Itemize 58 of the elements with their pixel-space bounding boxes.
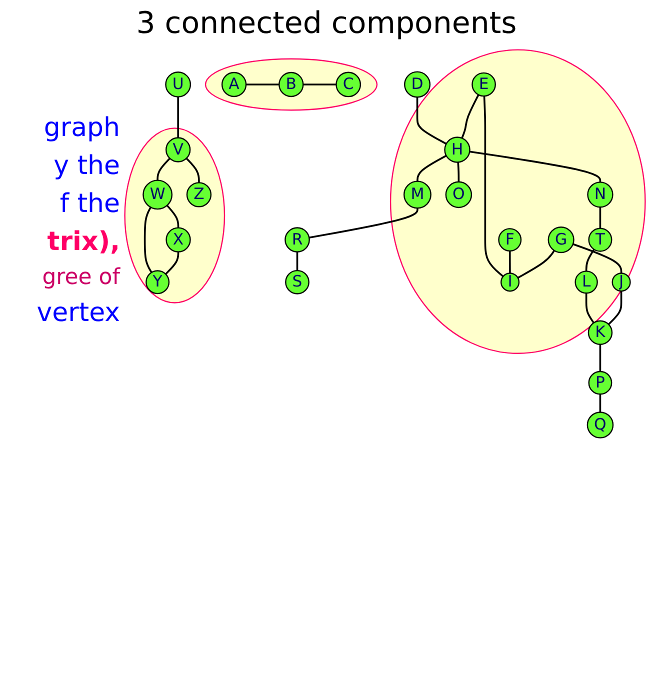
node-circle: S [285,270,310,294]
node-circle: W [142,180,173,210]
connector [585,293,594,324]
node-circle: T [588,228,612,252]
connector [517,250,555,279]
connector [416,154,447,182]
node-circle: F [498,228,522,252]
node-circle: U [165,72,192,98]
node-circle: K [588,320,613,345]
node-circle: I [500,272,520,292]
text-fragment: trix), [46,227,120,257]
connector [156,158,170,180]
connector [246,84,280,86]
connector [470,150,602,182]
connector [599,207,602,228]
node-circle: V [166,137,191,162]
connector [585,248,595,272]
connector [416,97,447,145]
node-circle: M [403,180,432,209]
connector [308,208,418,239]
node-circle: C [336,72,362,98]
node-circle: Z [186,182,212,208]
text-fragment: gree of [41,265,120,290]
connector [296,252,298,271]
node-circle: X [166,227,191,252]
connector [483,96,504,278]
text-fragment: graph [42,113,120,143]
node-circle: Q [586,412,614,438]
text-fragment: y the [52,151,120,181]
connector [186,158,200,183]
node-circle: D [404,71,431,98]
connector [165,252,180,275]
node-circle: O [445,181,472,208]
node-circle: L [574,270,598,294]
node-circle: Y [146,270,170,294]
node-circle: P [588,370,612,395]
text-fragment: vertex [36,298,120,328]
connector [457,162,460,182]
connector [144,206,152,273]
text-fragment: f the [58,189,120,219]
node-circle: R [284,227,310,252]
node-circle: B [278,72,304,98]
title: 3 connected components [135,6,518,41]
connector [608,291,622,325]
node-circle: J [612,272,631,292]
node-circle: G [548,226,574,254]
node-circle: H [444,136,470,163]
connector [572,243,622,274]
node-circle: N [587,182,614,208]
connector [461,94,480,138]
connector [177,96,179,138]
connector [599,394,602,412]
node-circle: A [221,72,247,98]
node-circle: E [472,72,496,97]
connector [508,250,511,274]
connector [599,344,602,372]
connector [303,84,336,86]
connector [166,204,180,228]
